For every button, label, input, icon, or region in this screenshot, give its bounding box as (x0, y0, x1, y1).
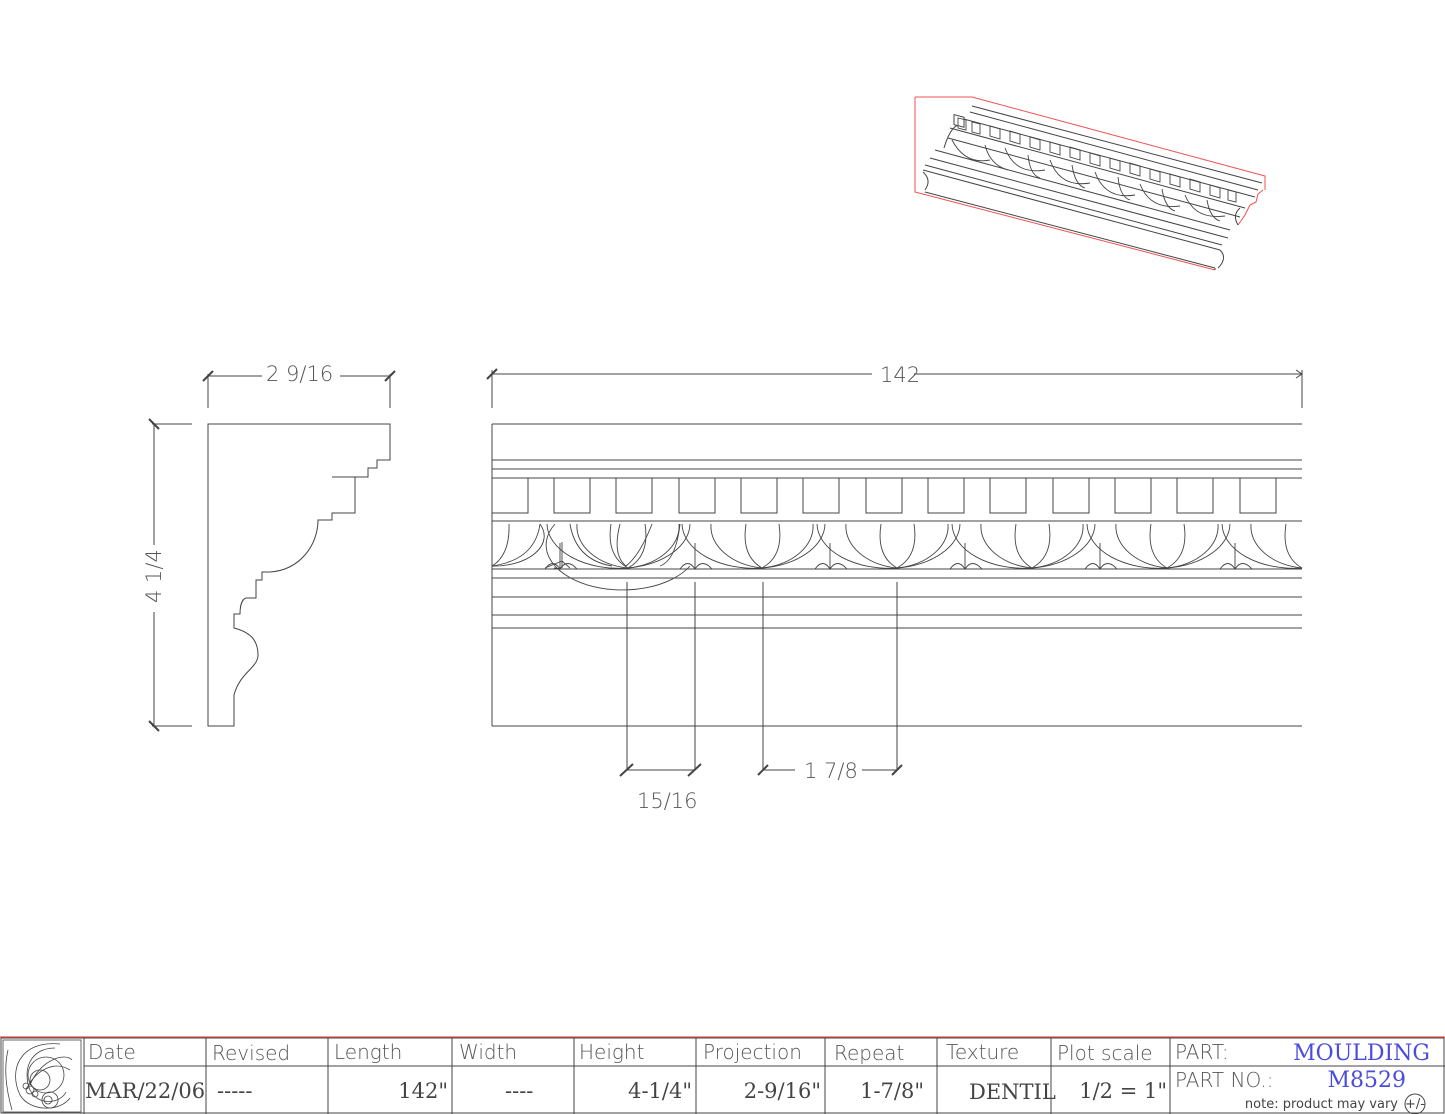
value-height: 4-1/4" (628, 1079, 692, 1103)
header-plot-scale: Plot scale (1057, 1041, 1153, 1065)
tolerance-symbol: +/- (1405, 1097, 1425, 1112)
value-projection: 2-9/16" (744, 1079, 821, 1103)
header-length: Length (334, 1040, 402, 1064)
value-date: MAR/22/06 (85, 1079, 205, 1103)
value-texture: DENTIL (969, 1080, 1056, 1104)
profile-height-dim: 4 1/4 (142, 549, 166, 603)
value-plot-scale: 1/2 = 1" (1079, 1079, 1167, 1103)
value-revised: ----- (217, 1079, 252, 1103)
profile-section (148, 370, 396, 732)
isometric-view (914, 96, 1266, 271)
header-projection: Projection (703, 1040, 802, 1064)
company-logo (2, 1039, 82, 1113)
header-revised: Revised (212, 1041, 290, 1065)
value-part-no: M8529 (1327, 1068, 1406, 1093)
value-repeat: 1-7/8" (860, 1079, 924, 1103)
product-variance-note: note: product may vary (1245, 1097, 1398, 1112)
header-date: Date (88, 1040, 136, 1064)
title-block: Date Revised Length Width Height Project… (0, 1036, 1445, 1114)
header-repeat: Repeat (834, 1041, 904, 1065)
repeat-dim: 1 7/8 (804, 759, 858, 783)
header-width: Width (459, 1040, 517, 1064)
value-part: MOULDING (1293, 1041, 1430, 1066)
value-width: ---- (505, 1079, 533, 1103)
tolerance-icon (1404, 1093, 1426, 1114)
profile-width-dim: 2 9/16 (266, 362, 333, 386)
header-part-no: PART NO.: (1175, 1068, 1273, 1092)
front-elevation (486, 368, 1303, 777)
header-texture: Texture (946, 1040, 1019, 1064)
header-height: Height (579, 1040, 644, 1064)
value-length: 142" (398, 1079, 448, 1103)
dentil-width-dim: 15/16 (637, 789, 698, 813)
overall-length-dim: 142 (880, 363, 920, 387)
header-part: PART: (1175, 1040, 1229, 1064)
